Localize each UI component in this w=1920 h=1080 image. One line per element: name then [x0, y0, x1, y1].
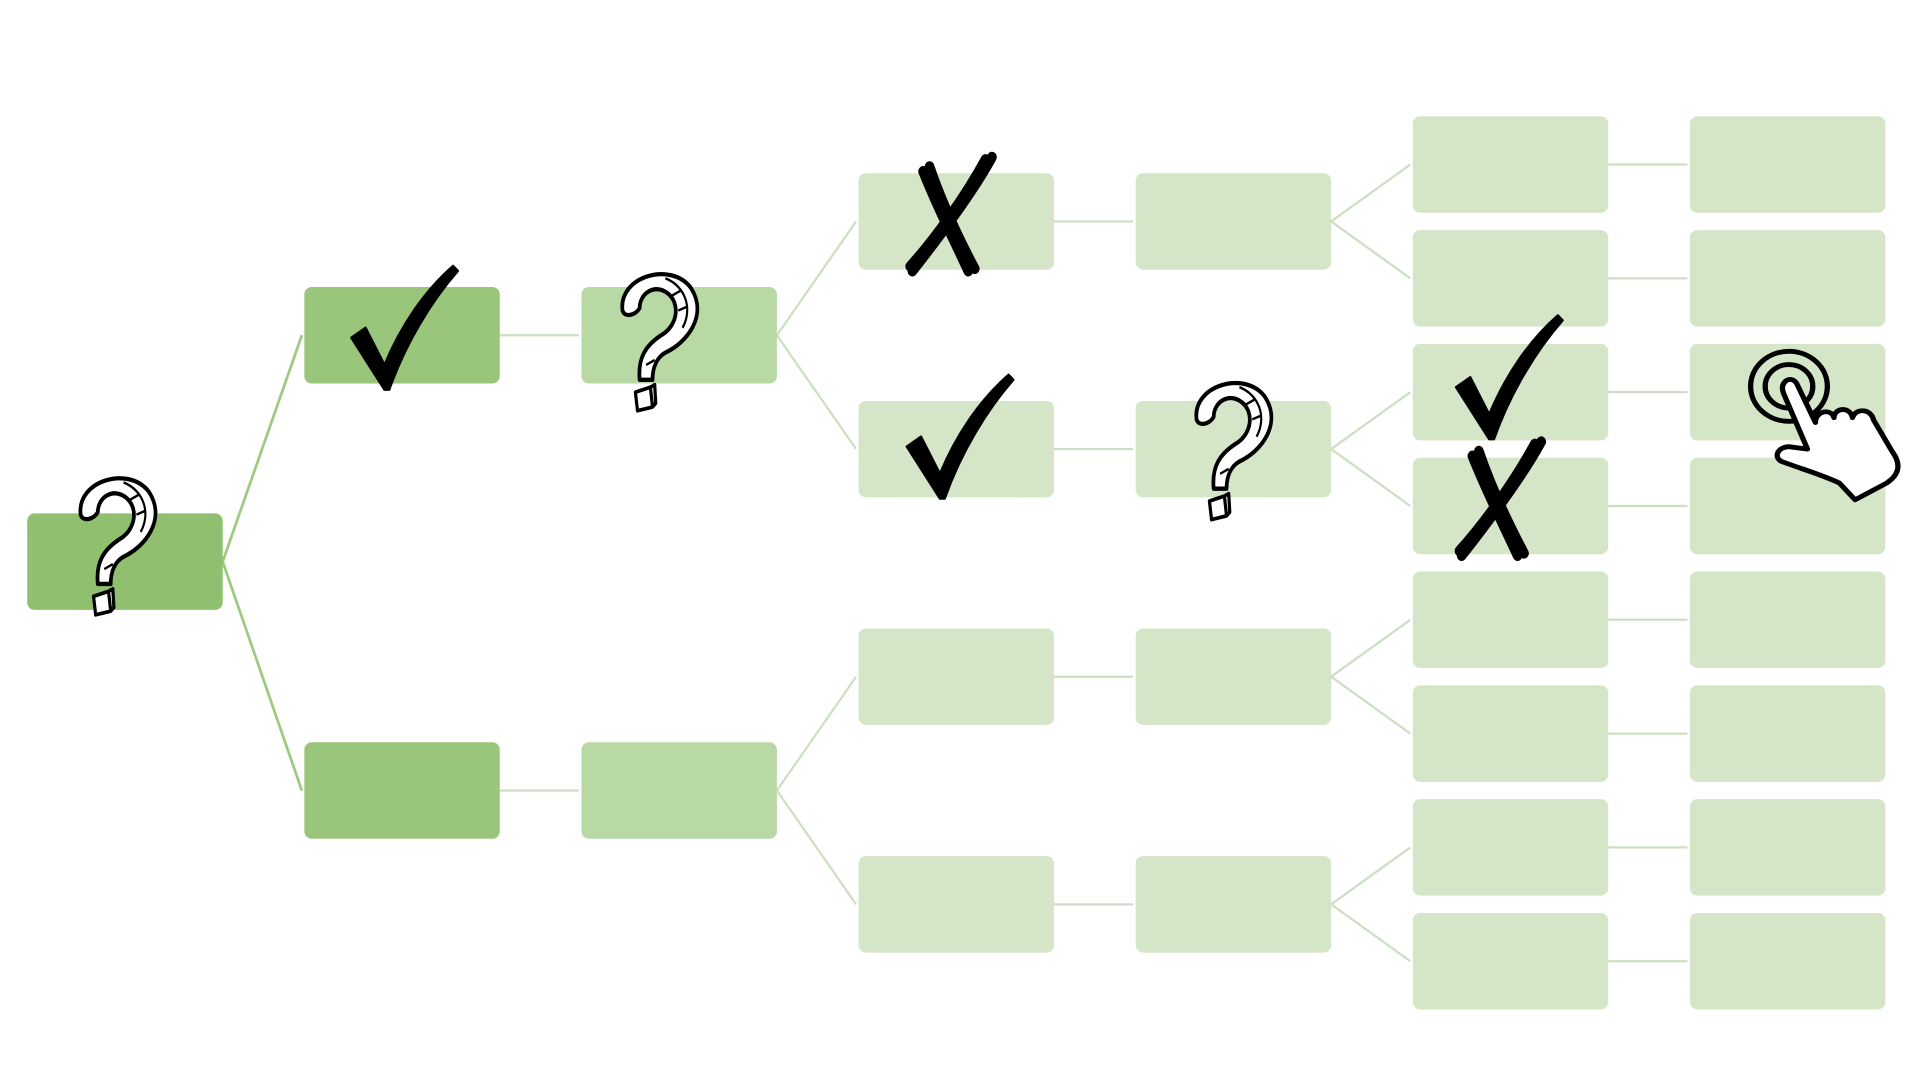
tree-node-n6e[interactable] — [1689, 571, 1886, 669]
tree-node-n5e[interactable] — [1412, 571, 1609, 669]
connector-line — [1330, 846, 1411, 906]
tree-node-n5h[interactable] — [1412, 912, 1609, 1010]
tree-node-n1b[interactable] — [304, 742, 500, 839]
tree-node-n6f[interactable] — [1689, 685, 1886, 782]
tree-node-n2b[interactable] — [581, 742, 777, 839]
connector-line — [221, 334, 304, 563]
connector-line — [775, 789, 857, 905]
tree-node-n3c[interactable] — [858, 628, 1055, 725]
tree-node-n3d[interactable] — [858, 856, 1055, 953]
tree-node-n0[interactable] — [27, 513, 223, 610]
tree-node-n5b[interactable] — [1412, 230, 1609, 327]
connector-line — [1330, 220, 1411, 280]
connector-line — [775, 334, 857, 450]
connector-line — [775, 220, 857, 336]
connectors — [221, 163, 1688, 963]
tree-node-n5f[interactable] — [1412, 685, 1609, 782]
tree-node-n5g[interactable] — [1412, 799, 1609, 896]
tree-node-n6a[interactable] — [1689, 116, 1886, 213]
check-icon — [350, 264, 460, 391]
connector-line — [1330, 448, 1411, 507]
question-icon — [1194, 380, 1274, 522]
marks — [78, 151, 1901, 617]
tree-node-n4a[interactable] — [1135, 173, 1332, 270]
tree-node-n5d[interactable] — [1412, 457, 1609, 555]
question-icon — [78, 476, 158, 617]
connector-line — [1330, 903, 1411, 963]
connector-line — [1330, 675, 1411, 735]
connector-line — [775, 676, 857, 792]
tree-node-n6h[interactable] — [1689, 912, 1886, 1010]
connector-line — [1330, 391, 1411, 450]
check-icon — [905, 373, 1015, 500]
tree-node-n4d[interactable] — [1135, 856, 1332, 953]
connector-line — [221, 561, 304, 791]
tree-node-n6b[interactable] — [1689, 230, 1886, 327]
pointer-hand-icon — [1747, 348, 1901, 503]
connector-line — [1330, 618, 1411, 678]
tree-node-n5a[interactable] — [1412, 116, 1609, 213]
cross-icon — [905, 151, 997, 277]
check-icon — [1454, 314, 1564, 441]
tree-node-n6g[interactable] — [1689, 799, 1886, 896]
cross-icon — [1454, 436, 1547, 562]
question-icon — [620, 272, 700, 413]
connector-line — [1330, 163, 1411, 223]
tree-node-n4c[interactable] — [1135, 628, 1332, 725]
